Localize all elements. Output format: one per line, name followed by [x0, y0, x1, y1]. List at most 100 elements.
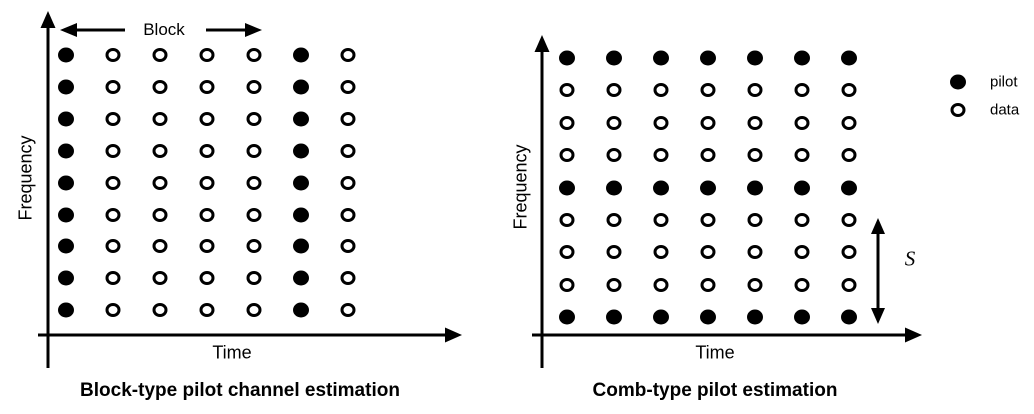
data-dot: [105, 207, 121, 222]
pilot-dot: [653, 50, 669, 66]
data-dot: [747, 277, 763, 292]
data-dot: [199, 111, 215, 126]
data-dot: [747, 148, 763, 163]
data-dot: [246, 143, 262, 158]
pilot-dot: [293, 302, 309, 318]
data-dot: [340, 303, 356, 318]
pilot-dot: [58, 302, 74, 318]
pilot-dot: [293, 175, 309, 191]
data-dot: [794, 115, 810, 130]
data-dot: [105, 239, 121, 254]
data-dot: [199, 207, 215, 222]
pilot-dot: [794, 309, 810, 325]
pilot-dot: [559, 309, 575, 325]
data-dot: [841, 245, 857, 260]
data-dot: [105, 175, 121, 190]
data-dot: [794, 83, 810, 98]
pilot-spacing-label: S: [904, 246, 916, 271]
block-annotation-right-arrowhead: [245, 23, 262, 37]
block-annotation-label: Block: [143, 20, 185, 39]
data-dot: [653, 277, 669, 292]
pilot-dot: [293, 111, 309, 127]
data-dot: [340, 239, 356, 254]
data-dot: [105, 79, 121, 94]
data-dot: [199, 79, 215, 94]
data-dot: [841, 148, 857, 163]
data-dot: [559, 245, 575, 260]
data-dot: [246, 79, 262, 94]
data-dot: [246, 207, 262, 222]
data-dot: [700, 245, 716, 260]
data-dot: [199, 143, 215, 158]
pilot-dot: [58, 238, 74, 254]
pilot-dot: [293, 270, 309, 286]
pilot-dot: [606, 180, 622, 196]
pilot-dot: [293, 207, 309, 222]
data-dot: [246, 175, 262, 190]
pilot-dot: [747, 180, 763, 196]
data-dot: [199, 48, 215, 62]
pilot-spacing-arrowhead-top: [871, 218, 885, 234]
data-dot: [340, 143, 356, 158]
legend-pilot-marker-icon: [950, 74, 966, 90]
pilot-dot: [293, 79, 309, 95]
pilot-dot: [700, 309, 716, 325]
data-dot: [700, 115, 716, 130]
pilot-dot: [58, 47, 74, 63]
data-dot: [340, 48, 356, 62]
block-annotation-left-arrowhead: [60, 23, 77, 37]
data-dot: [105, 143, 121, 158]
data-dot: [199, 175, 215, 190]
comb-y-axis-arrowhead: [534, 35, 550, 52]
data-dot: [606, 148, 622, 163]
data-dot: [105, 48, 121, 62]
data-dot: [340, 79, 356, 94]
data-dot: [606, 213, 622, 227]
pilot-dot: [794, 50, 810, 66]
data-dot: [152, 271, 168, 286]
data-dot: [606, 83, 622, 98]
pilot-dot: [747, 50, 763, 66]
pilot-dot: [559, 180, 575, 196]
data-dot: [700, 213, 716, 227]
block-caption: Block-type pilot channel estimation: [80, 380, 400, 401]
data-dot: [794, 148, 810, 163]
data-dot: [559, 213, 575, 227]
pilot-dot: [653, 180, 669, 196]
pilot-dot: [58, 175, 74, 191]
data-dot: [559, 148, 575, 163]
data-dot: [152, 207, 168, 222]
block-x-axis-arrowhead: [445, 327, 462, 343]
data-dot: [152, 48, 168, 62]
data-dot: [105, 303, 121, 318]
block-y-axis-title: Frequency: [15, 135, 36, 221]
data-dot: [794, 277, 810, 292]
pilot-dot: [700, 180, 716, 196]
data-dot: [340, 207, 356, 222]
data-dot: [559, 115, 575, 130]
data-dot: [794, 213, 810, 227]
data-dot: [606, 115, 622, 130]
pilot-dot: [606, 309, 622, 325]
data-dot: [653, 115, 669, 130]
comb-x-axis-arrowhead: [905, 327, 922, 343]
data-dot: [747, 83, 763, 98]
pilot-dot: [58, 79, 74, 95]
legend-data-label: data: [990, 101, 1020, 119]
data-dot: [105, 271, 121, 286]
pilot-spacing-arrowhead-bottom: [871, 308, 885, 324]
legend-data-marker-icon: [950, 103, 966, 117]
pilot-dot: [58, 143, 74, 159]
data-dot: [246, 48, 262, 62]
data-dot: [246, 239, 262, 254]
pilot-dot: [293, 238, 309, 254]
data-dot: [700, 277, 716, 292]
pilot-dot: [747, 309, 763, 325]
pilot-dot: [700, 50, 716, 66]
data-dot: [700, 148, 716, 163]
data-dot: [747, 115, 763, 130]
